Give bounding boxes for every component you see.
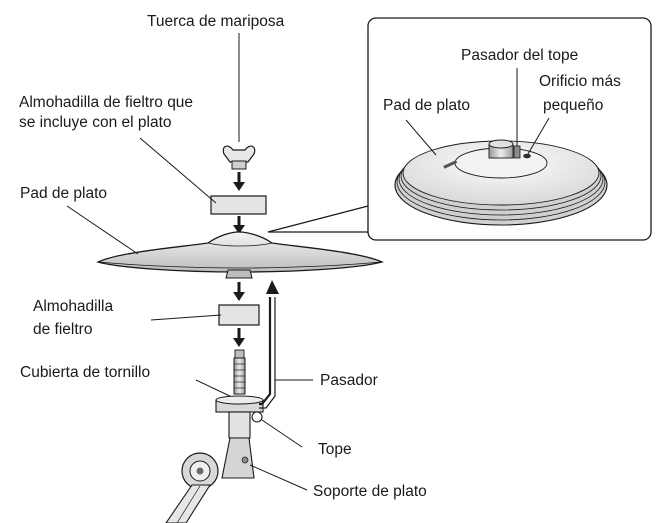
cymbal-stand-leader bbox=[249, 464, 308, 491]
label-felt-included-line2: se incluye con el plato bbox=[19, 114, 172, 131]
cymbal-stand bbox=[165, 411, 255, 523]
label-pin: Pasador bbox=[320, 372, 378, 389]
label-stopper: Tope bbox=[318, 441, 352, 458]
felt-pad-included bbox=[210, 195, 267, 215]
felt-pad bbox=[218, 304, 260, 326]
inset-label-smaller-hole-line2: pequeño bbox=[543, 97, 604, 114]
pin bbox=[259, 280, 279, 409]
inset-label-cymbal-pad: Pad de plato bbox=[383, 97, 471, 114]
stopper bbox=[215, 395, 264, 423]
screw-cover bbox=[233, 349, 246, 395]
label-felt-included-line1: Almohadilla de fieltro que bbox=[19, 94, 194, 111]
cymbal-pad-leader bbox=[66, 205, 139, 255]
label-screw-cover: Cubierta de tornillo bbox=[20, 364, 151, 381]
felt-leader bbox=[150, 314, 222, 321]
down-arrow bbox=[233, 328, 245, 347]
wing-nut bbox=[222, 145, 256, 170]
label-felt-line1: Almohadilla bbox=[33, 298, 114, 315]
label-felt-line2: de fieltro bbox=[33, 321, 93, 338]
label-wing-nut: Tuerca de mariposa bbox=[147, 13, 285, 30]
down-arrow bbox=[233, 282, 245, 301]
down-arrow bbox=[233, 172, 245, 191]
cymbal-pad bbox=[96, 231, 384, 279]
label-cymbal-pad: Pad de plato bbox=[20, 185, 108, 202]
down-arrow bbox=[233, 216, 245, 234]
felt-included-leader bbox=[139, 137, 217, 204]
label-cymbal-stand: Soporte de plato bbox=[313, 483, 427, 500]
screw-cover-leader bbox=[195, 379, 235, 399]
inset-cymbal-pad bbox=[394, 68, 608, 226]
inset-label-stopper-pin: Pasador del tope bbox=[461, 47, 579, 64]
stopper-leader bbox=[261, 419, 303, 448]
inset-label-smaller-hole-line1: Orificio más bbox=[539, 73, 621, 90]
inset-detail bbox=[267, 17, 652, 241]
